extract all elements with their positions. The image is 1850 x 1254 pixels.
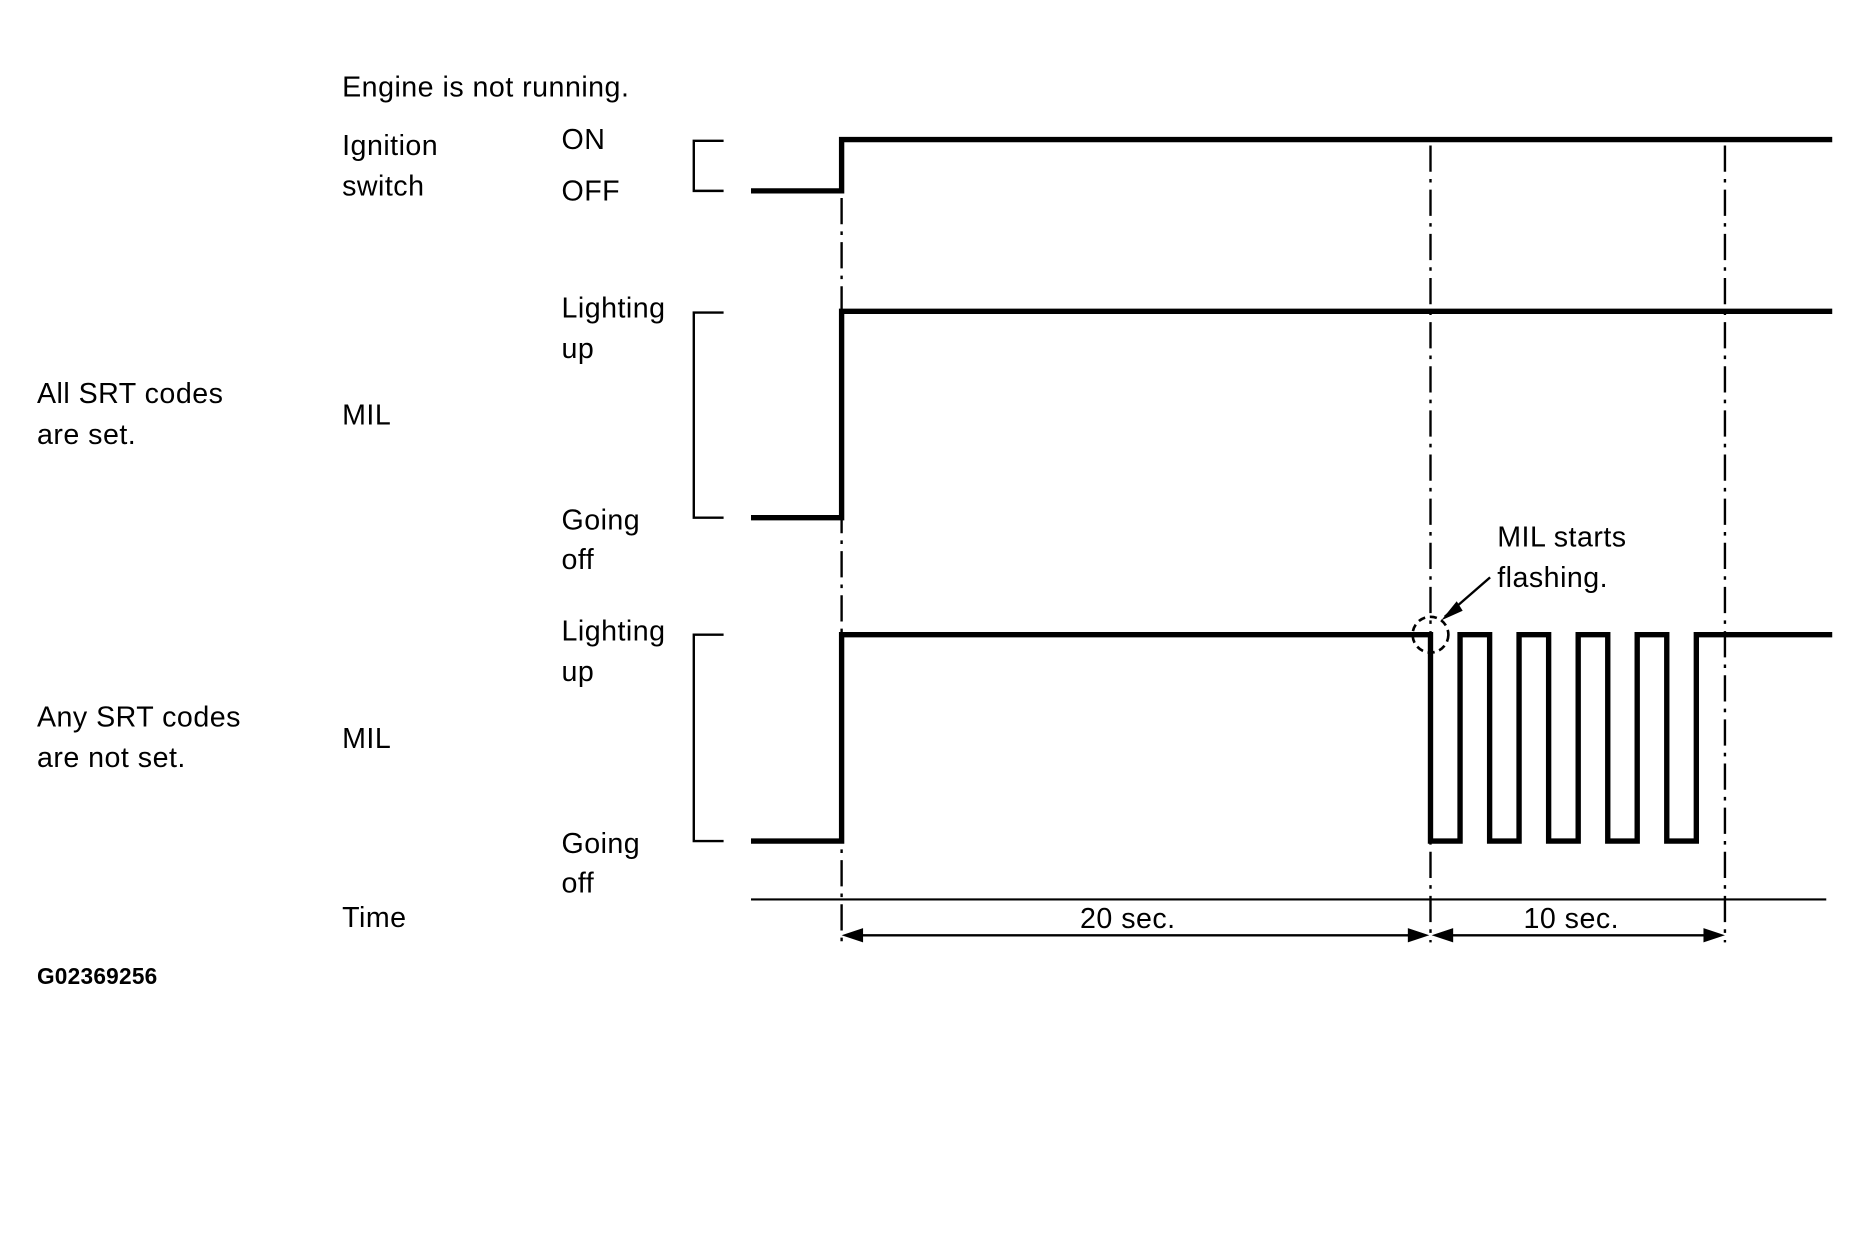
case-all-set-line2: are set. — [36, 418, 137, 451]
mil-not-set-waveform — [751, 631, 1833, 844]
mil-label-not-set: MIL — [342, 722, 392, 756]
mil-all-set-level-bracket — [692, 311, 724, 519]
lighting-up-label-1-line1: Lighting — [561, 292, 666, 325]
engine-condition-label: Engine is not running. — [342, 71, 630, 104]
mil-all-set-waveform — [751, 308, 1833, 521]
lighting-up-label-2-line2: up — [561, 656, 595, 689]
figure-code: G02369256 — [36, 965, 158, 991]
flash-callout-line1: MIL starts — [1497, 521, 1627, 554]
time-axis-label: Time — [342, 901, 407, 935]
interval-20s-arrowhead-left — [841, 928, 864, 943]
case-not-set-line1: Any SRT codes — [36, 701, 241, 734]
ignition-label-line2: switch — [342, 170, 425, 203]
case-not-set-line2: are not set. — [36, 742, 186, 775]
ignition-label-line1: Ignition — [342, 130, 439, 163]
ignition-level-bracket — [692, 139, 724, 193]
ignition-on-label: ON — [561, 124, 606, 157]
mil-label-all-set: MIL — [342, 399, 392, 432]
going-off-label-1-line1: Going — [561, 504, 641, 537]
interval-20s-label: 20 sec. — [1080, 903, 1176, 936]
interval-20s-arrowhead-right — [1407, 928, 1430, 943]
flash-start-callout-circle — [1411, 615, 1450, 654]
callout-arrowhead — [1441, 601, 1463, 621]
lighting-up-label-2-line1: Lighting — [561, 615, 666, 648]
going-off-label-2-line2: off — [561, 867, 595, 900]
lighting-up-label-1-line2: up — [561, 332, 595, 366]
interval-10s-arrowhead-left — [1431, 928, 1454, 943]
waveform-graphics — [692, 136, 1833, 943]
going-off-label-1-line2: off — [561, 543, 595, 577]
flash-callout-line2: flashing. — [1497, 561, 1609, 595]
interval-10s-label: 10 sec. — [1523, 903, 1620, 936]
mil-not-set-level-bracket — [692, 633, 724, 843]
ignition-waveform — [751, 136, 1833, 194]
case-all-set-line1: All SRT codes — [36, 378, 224, 411]
going-off-label-2-line1: Going — [561, 827, 641, 861]
interval-10s-arrowhead-right — [1703, 928, 1725, 943]
ignition-off-label: OFF — [561, 175, 621, 208]
